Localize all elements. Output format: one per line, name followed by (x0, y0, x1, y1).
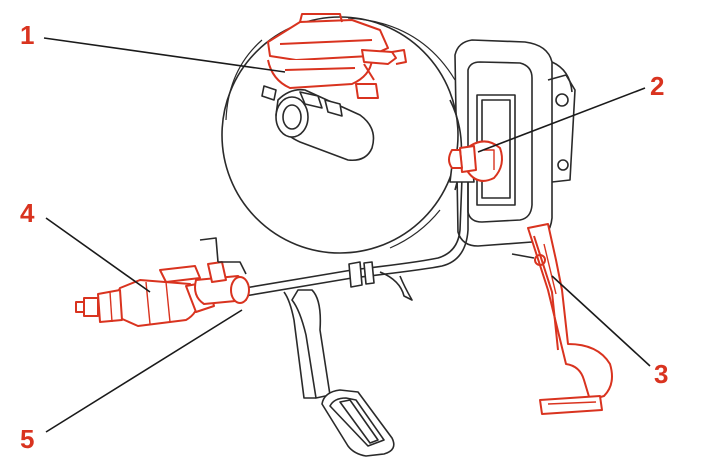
callout-1: 1 (20, 20, 34, 50)
callout-5: 5 (20, 424, 34, 454)
clutch-pedal (283, 289, 395, 457)
leader-line-2 (477, 87, 646, 153)
brake-pedal (511, 223, 613, 415)
brake-master-cylinder (267, 13, 407, 99)
leader-line-5 (45, 309, 243, 433)
callout-3: 3 (654, 359, 668, 389)
leader-lines (43, 37, 651, 433)
leader-line-4 (45, 217, 151, 293)
clutch-line-connector (194, 237, 250, 305)
callout-2: 2 (650, 71, 664, 101)
brake-pushrod-assembly (448, 140, 503, 182)
leader-line-3 (551, 275, 651, 367)
callout-4: 4 (20, 198, 35, 228)
booster-vacuum-valve (261, 85, 375, 162)
callout-labels: 1 2 3 4 5 (20, 20, 668, 454)
leader-line-1 (43, 37, 286, 73)
pedal-mounting-bracket (454, 39, 576, 247)
clutch-master-cylinder (75, 265, 215, 327)
